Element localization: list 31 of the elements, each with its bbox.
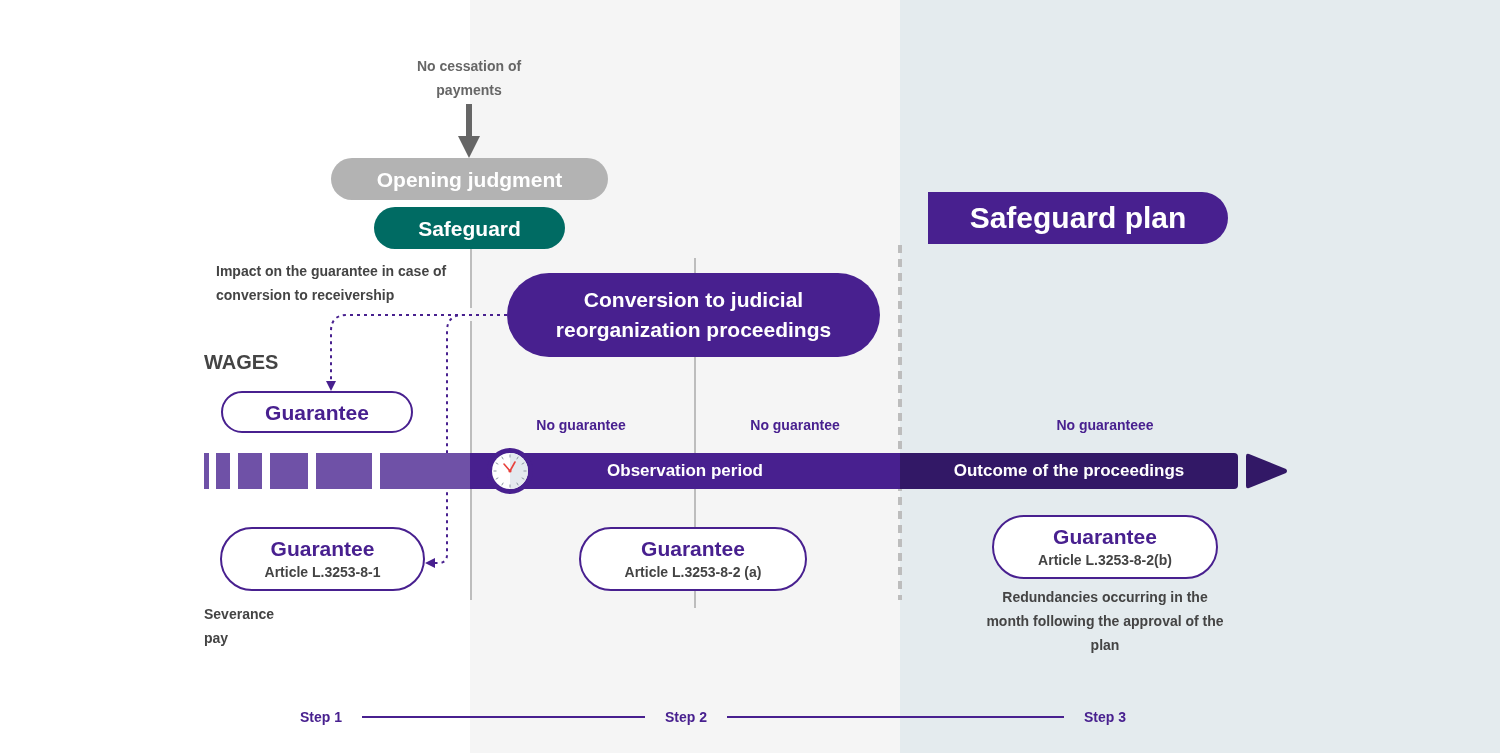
status-text: No guarantee <box>536 416 626 435</box>
status-text: No guaranteee <box>1056 416 1154 435</box>
status-text: No guarantee <box>750 416 840 435</box>
guarantee-pill <box>992 515 1218 579</box>
article-reference: Article L.3253-8-1 <box>264 563 381 582</box>
row-heading: Severance pay <box>204 605 275 648</box>
plan-banner: Safeguard plan <box>928 192 1228 244</box>
connector-line <box>726 716 1065 718</box>
connector-line <box>361 716 646 718</box>
step-label: Step 1 <box>300 707 342 727</box>
event-pill: Conversion to judicial reorganization proceedings <box>507 273 880 357</box>
pill-title: Guarantee <box>641 536 745 562</box>
annotation-text: Impact on the guarantee in case of conversion to receivership <box>216 262 448 305</box>
timeline-bar: Outcome of the proceedings <box>900 453 1238 489</box>
timeline-bar: Observation period <box>470 453 900 489</box>
condition-text: No cessation of payments <box>408 54 530 102</box>
step-label: Step 2 <box>665 707 707 727</box>
article-reference: Article L.3253-8-2 (a) <box>624 563 762 582</box>
guarantee-pill <box>220 527 425 591</box>
step-label: Step 3 <box>1084 707 1126 727</box>
pill-title: Guarantee <box>1053 524 1157 550</box>
guarantee-pill <box>579 527 807 591</box>
stage-pill: Safeguard <box>374 207 565 249</box>
arrow <box>458 104 480 158</box>
article-reference: Article L.3253-8-2(b) <box>1038 551 1172 570</box>
caption-text: Redundancies occurring in the month following the approval of the plan <box>985 588 1225 655</box>
stage-pill: Opening judgment <box>331 158 608 200</box>
guarantee-pill: Guarantee <box>221 391 413 433</box>
row-heading: WAGES <box>204 350 279 375</box>
dotted-arrow <box>425 314 508 568</box>
pill-title: Guarantee <box>270 536 375 562</box>
